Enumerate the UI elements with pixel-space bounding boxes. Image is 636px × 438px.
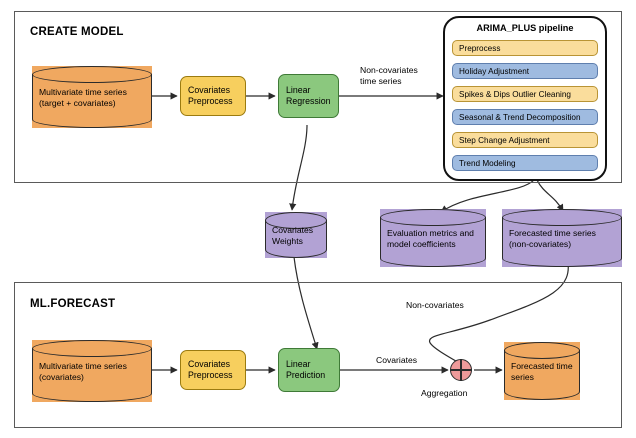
cylinder-label: Covariates Weights — [272, 224, 314, 247]
cylinder-top — [32, 340, 152, 357]
step-label: Holiday Adjustment — [459, 66, 530, 76]
cylinder-label: Multivariate time series (target + covar… — [39, 86, 127, 109]
panel-ml-forecast — [14, 282, 622, 428]
box-covariates-preprocess-train[interactable]: Covariates Preprocess — [180, 76, 246, 116]
step-label: Trend Modeling — [459, 158, 516, 168]
box-label: Covariates Preprocess — [188, 358, 233, 380]
step-label: Spikes & Dips Outlier Cleaning — [459, 89, 571, 99]
cylinder-top — [504, 342, 580, 359]
aggregation-node[interactable] — [450, 359, 472, 381]
edge-pipeline-forecast-noncov — [536, 179, 564, 212]
cylinder-multivariate-covariates: Multivariate time series (covariates) — [32, 340, 152, 402]
pipeline-title: ARIMA_PLUS pipeline — [476, 23, 574, 33]
panel-create-model — [14, 11, 622, 183]
cylinder-label: Forecasted time series (non-covariates) — [509, 227, 596, 250]
pipeline-step-preprocess[interactable]: Preprocess — [452, 40, 598, 56]
edge-label-covariates: Covariates — [376, 355, 418, 365]
cylinder-evaluation-metrics: Evaluation metrics and model coefficient… — [380, 209, 486, 267]
aggregation-label: Aggregation — [421, 388, 468, 398]
pipeline-step-spikes-dips-outlier-cleaning[interactable]: Spikes & Dips Outlier Cleaning — [452, 86, 598, 102]
arima-plus-pipeline-container: ARIMA_PLUS pipeline Preprocess Holiday A… — [443, 16, 607, 181]
step-label: Seasonal & Trend Decomposition — [459, 112, 581, 122]
edge-label-non-covariates-time-series: Non-covariates time series — [360, 65, 418, 87]
box-label: Linear Regression — [286, 84, 331, 106]
box-label: Covariates Preprocess — [188, 84, 233, 106]
cylinder-multivariate-target-covariates: Multivariate time series (target + covar… — [32, 66, 152, 128]
edge-pipeline-evaluation — [440, 179, 535, 213]
pipeline-step-step-change-adjustment[interactable]: Step Change Adjustment — [452, 132, 598, 148]
edge-label-non-covariates: Non-covariates — [406, 300, 464, 310]
cylinder-label: Multivariate time series (covariates) — [39, 360, 127, 383]
box-covariates-preprocess-forecast[interactable]: Covariates Preprocess — [180, 350, 246, 390]
cylinder-top — [32, 66, 152, 83]
step-label: Preprocess — [459, 43, 501, 53]
cylinder-covariates-weights: Covariates Weights — [265, 212, 327, 258]
box-label: Linear Prediction — [286, 358, 326, 380]
panel-title-create-model: CREATE MODEL — [30, 26, 124, 38]
cylinder-label: Forecasted time series — [511, 360, 573, 383]
pipeline-step-seasonal-trend-decomposition[interactable]: Seasonal & Trend Decomposition — [452, 109, 598, 125]
pipeline-step-trend-modeling[interactable]: Trend Modeling — [452, 155, 598, 171]
cylinder-top — [265, 212, 327, 229]
cylinder-label: Evaluation metrics and model coefficient… — [387, 227, 474, 250]
panel-title-ml-forecast: ML.FORECAST — [30, 298, 116, 310]
cylinder-forecasted-non-covariates: Forecasted time series (non-covariates) — [502, 209, 622, 267]
cylinder-top — [502, 209, 622, 226]
cylinder-top — [380, 209, 486, 226]
pipeline-step-holiday-adjustment[interactable]: Holiday Adjustment — [452, 63, 598, 79]
step-label: Step Change Adjustment — [459, 135, 550, 145]
box-linear-regression[interactable]: Linear Regression — [278, 74, 339, 118]
box-linear-prediction[interactable]: Linear Prediction — [278, 348, 340, 392]
cylinder-forecasted-time-series-output: Forecasted time series — [504, 342, 580, 400]
